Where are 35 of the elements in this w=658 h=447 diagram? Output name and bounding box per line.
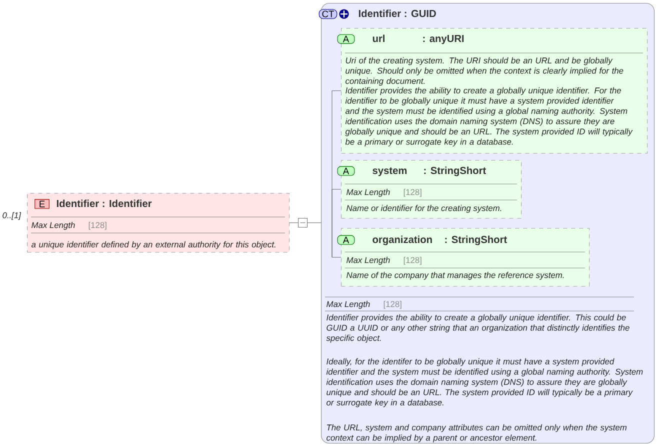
attribute-type: : anyURI [423,35,464,44]
connector-line [332,189,342,258]
attribute-name: organization [372,236,432,246]
attribute-badge: A [337,235,355,245]
facet-label: Max Length [326,300,370,309]
attribute-name: url [372,34,384,42]
connector-line [332,256,342,258]
documentation-text: The URL, system and company attributes can be omitted only when the system context can be implied by a parent or ancestor element. [326,424,626,442]
facet-label: Max Length [346,256,390,265]
facet-label: Max Length [346,188,390,197]
attribute-name: system [372,167,407,176]
cardinality-label: 0..[1] [2,212,22,220]
facet-value: [128] [404,256,422,265]
facet-value: [128] [404,188,422,197]
documentation-text: Ideally, for the identifer to be globally unique it must have a system provided identifier and the system must be identified using a global naming authority. System identification uses the domain naming system (DNS) to assure they are globally unique and should be an URL. The system provided ID will typically be a primary or surrogate key in a database. [326,358,643,408]
facet-value: [128] [88,222,106,230]
facet-label: Max Length [32,222,75,230]
element-name: Identifier : Identifier [56,200,152,208]
description-text: Name of the company that manages the reference system. [346,272,564,280]
connector-line [289,222,298,224]
element-badge: E [34,199,50,209]
documentation-text: Identifier provides the ability to create a globally unique identifier. This could be GUID a UUID or any other string that an organization that distinctly identifies the specific object. [326,314,630,343]
attribute-badge: A [337,166,355,176]
facet-value: [128] [384,300,402,309]
attribute-type: : StringShort [445,236,507,246]
type-badge: CT [318,9,338,19]
attribute-badge: A [337,34,355,44]
type-name: Identifier : GUID [358,10,436,18]
connector-line [307,222,322,224]
attribute-type: : StringShort [424,166,486,176]
description-text: Name or identifier for the creating system. [346,204,502,213]
documentation-text: Uri of the creating system. The URI should be an URL and be globally unique. Should only be omitted when the context is clearly implied for the containing document. [346,57,624,86]
description-text: a unique identifier defined by an external authority for this object. [31,241,276,250]
documentation-text: Identifier provides the ability to create a globally unique identifier. For the identifier to be globally unique it must have a system provided identifier and the system must be identified using a global naming authority. System identification uses the domain naming system (DNS) to assure they are globally unique and should be an URL. The system provided ID will typically be a primary or surrogate key in a database. [345,87,633,146]
sequence-connector [298,218,308,228]
